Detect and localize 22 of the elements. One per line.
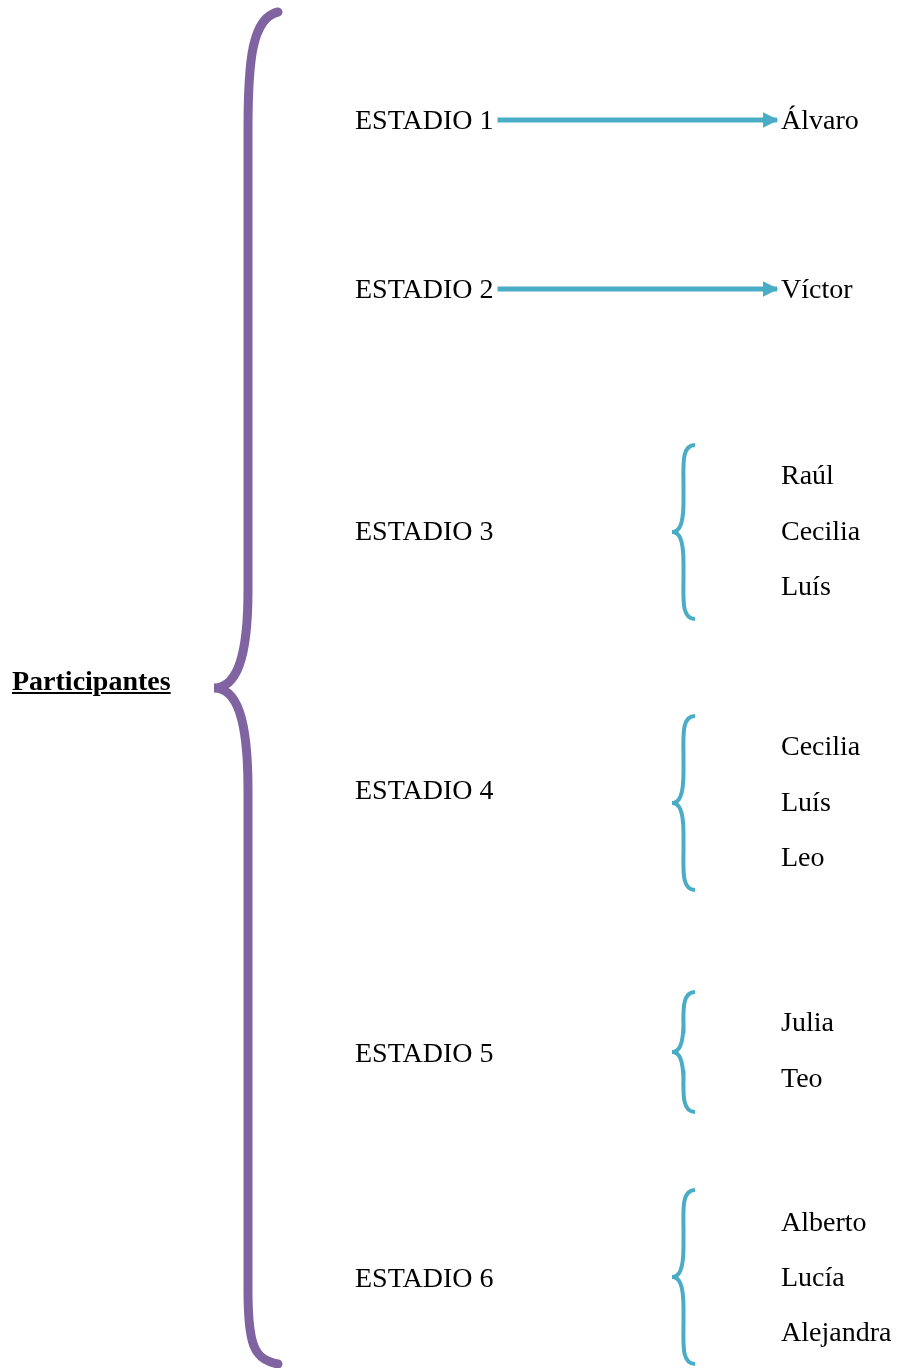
- arrow: [497, 281, 779, 297]
- node-text: Leo: [781, 841, 825, 873]
- node-text: Julia: [781, 1006, 834, 1038]
- node-text: ESTADIO 1: [355, 104, 494, 136]
- node-text: Cecilia: [781, 515, 861, 547]
- node-text: Luís: [781, 570, 831, 602]
- node-text: ESTADIO 5: [355, 1037, 494, 1069]
- node-text: ESTADIO 2: [355, 273, 494, 305]
- node-text: ESTADIO 3: [355, 515, 494, 547]
- node-text: Alejandra: [781, 1316, 892, 1348]
- arrow: [497, 112, 779, 128]
- node-text: Cecilia: [781, 730, 861, 762]
- node-text: Raúl: [781, 459, 834, 491]
- node-text: ESTADIO 6: [355, 1262, 494, 1294]
- node-text: Luís: [781, 786, 831, 818]
- node-text: Alberto: [781, 1206, 867, 1238]
- node-text: ESTADIO 4: [355, 774, 494, 806]
- node-text: Teo: [781, 1062, 823, 1094]
- node-text: Víctor: [781, 273, 853, 305]
- heading-text: Participantes: [12, 665, 171, 697]
- node-text: Lucía: [781, 1261, 845, 1293]
- node-text: Álvaro: [781, 104, 859, 136]
